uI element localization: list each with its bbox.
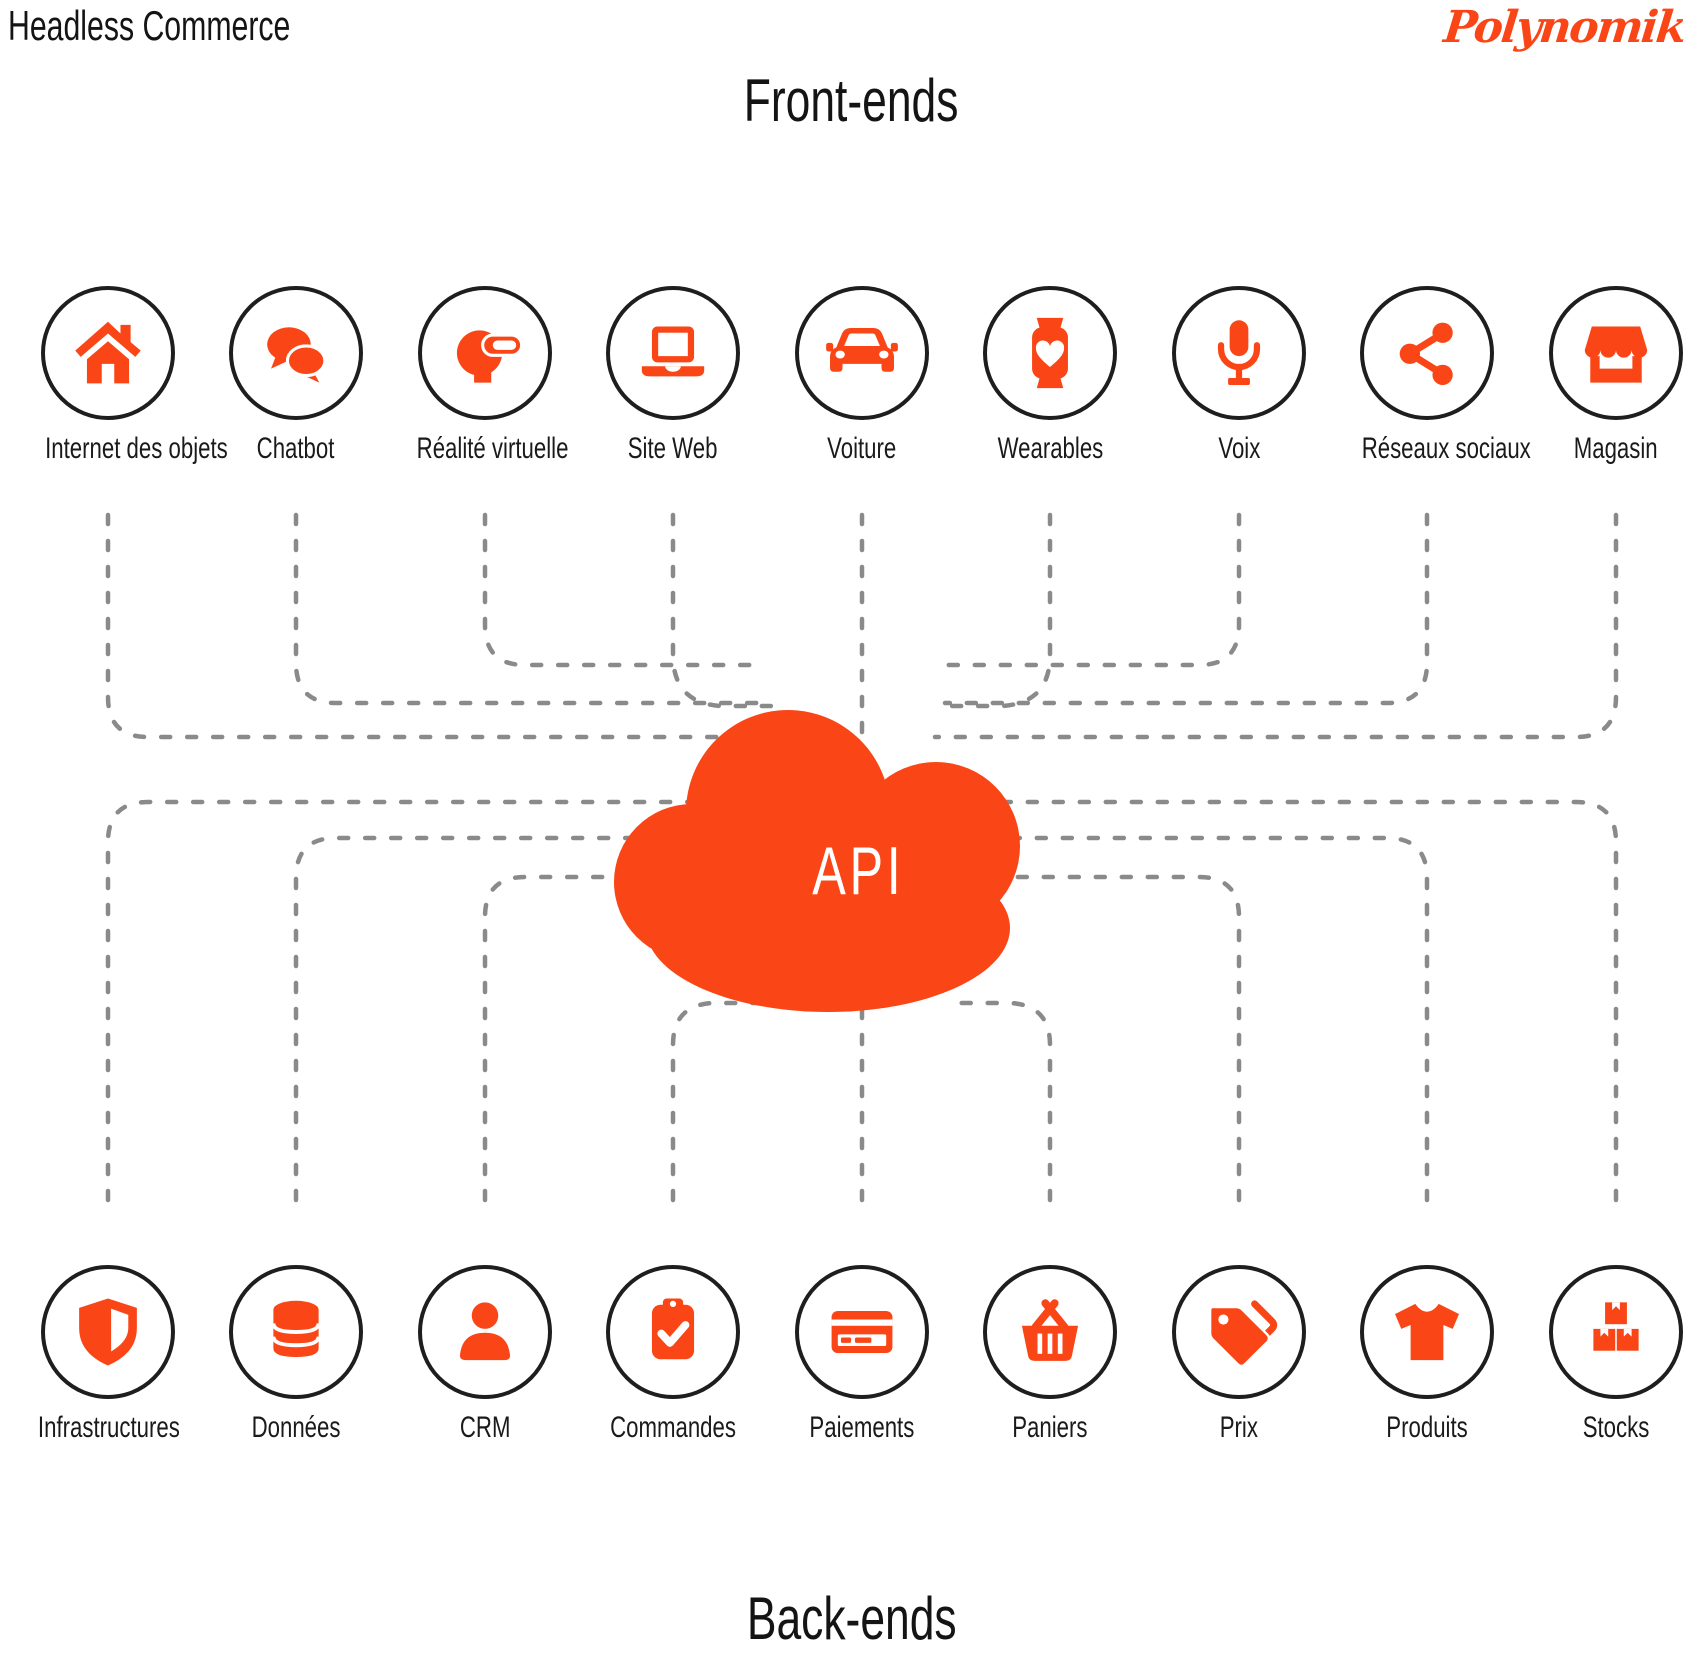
boxes-icon xyxy=(1593,1302,1639,1351)
database-icon xyxy=(271,1300,321,1357)
credit-card-icon xyxy=(831,1310,893,1354)
link-top-6 xyxy=(947,512,1053,709)
chat-bubbles-icon xyxy=(267,327,327,383)
link-top-2 xyxy=(293,512,763,706)
storefront-icon xyxy=(1584,326,1648,383)
node-crm: CRM xyxy=(390,1265,580,1445)
link-top-4 xyxy=(670,512,783,709)
page-title-text: Headless Commerce xyxy=(8,2,291,49)
link-bottom-1 xyxy=(105,799,723,1203)
node-site-web: Site Web xyxy=(578,286,768,466)
node-label: Wearables xyxy=(997,432,1103,465)
node-label: Commandes xyxy=(610,1411,736,1444)
node-produits: Produits xyxy=(1332,1265,1522,1445)
frontends-heading: Front-ends xyxy=(744,67,959,134)
price-tags-icon xyxy=(1208,1300,1278,1368)
node-label: Infrastructures xyxy=(37,1411,180,1444)
car-icon xyxy=(826,328,898,372)
node-magasin: Magasin xyxy=(1521,286,1703,466)
node-label: Paniers xyxy=(1012,1411,1088,1444)
link-top-1 xyxy=(105,512,793,740)
smartwatch-icon xyxy=(1032,317,1068,389)
basket-icon xyxy=(1021,1299,1079,1361)
home-icon xyxy=(75,321,141,384)
node-label: Données xyxy=(251,1411,341,1444)
node-label: Stocks xyxy=(1582,1411,1650,1444)
node-label: Paiements xyxy=(809,1411,915,1444)
link-bottom-4 xyxy=(670,1000,773,1203)
node-commandes: Commandes xyxy=(578,1265,768,1445)
node-internet-des-objets: Internet des objets xyxy=(13,286,228,466)
link-top-8 xyxy=(942,512,1430,706)
link-bottom-9 xyxy=(942,799,1619,1203)
node-chatbot: Chatbot xyxy=(201,286,391,466)
laptop-icon xyxy=(641,326,705,377)
node-paiements: Paiements xyxy=(767,1265,957,1445)
node-label: Voix xyxy=(1218,432,1260,465)
link-top-9 xyxy=(932,512,1619,740)
node-realite-virtuelle: Réalité virtuelle xyxy=(390,286,580,466)
microphone-icon xyxy=(1217,320,1261,385)
node-donnees: Données xyxy=(201,1265,391,1445)
link-top-7 xyxy=(935,512,1242,668)
page-title: Headless Commerce xyxy=(8,2,400,50)
node-label: Produits xyxy=(1386,1411,1468,1444)
node-voix: Voix xyxy=(1144,286,1334,466)
node-label: Site Web xyxy=(628,432,718,465)
node-label: CRM xyxy=(459,1411,511,1444)
node-label: Chatbot xyxy=(257,432,335,465)
node-paniers: Paniers xyxy=(955,1265,1145,1445)
node-label: Internet des objets xyxy=(45,432,228,465)
node-wearables: Wearables xyxy=(955,286,1145,466)
node-voiture: Voiture xyxy=(767,286,957,466)
node-label: Prix xyxy=(1219,1411,1259,1444)
link-bottom-7 xyxy=(997,874,1242,1203)
node-reseaux-sociaux: Réseaux sociaux xyxy=(1332,286,1531,466)
share-icon xyxy=(1399,322,1453,385)
node-label: Voiture xyxy=(827,432,897,465)
user-icon xyxy=(459,1302,511,1361)
clipboard-check-icon xyxy=(651,1298,695,1360)
link-bottom-6 xyxy=(957,1000,1053,1203)
node-label: Magasin xyxy=(1574,432,1658,465)
link-bottom-3 xyxy=(482,874,663,1203)
link-top-3 xyxy=(482,512,766,668)
node-infrastructures: Infrastructures xyxy=(13,1265,203,1445)
vr-headset-icon xyxy=(456,330,524,383)
tshirt-icon xyxy=(1395,1303,1459,1361)
node-prix: Prix xyxy=(1144,1265,1334,1445)
node-label: Réalité virtuelle xyxy=(416,432,569,465)
api-label: API xyxy=(811,833,905,909)
backends-heading: Back-ends xyxy=(746,1585,957,1652)
node-label: Réseaux sociaux xyxy=(1361,432,1531,465)
shield-icon xyxy=(79,1298,137,1366)
node-stocks: Stocks xyxy=(1521,1265,1703,1445)
